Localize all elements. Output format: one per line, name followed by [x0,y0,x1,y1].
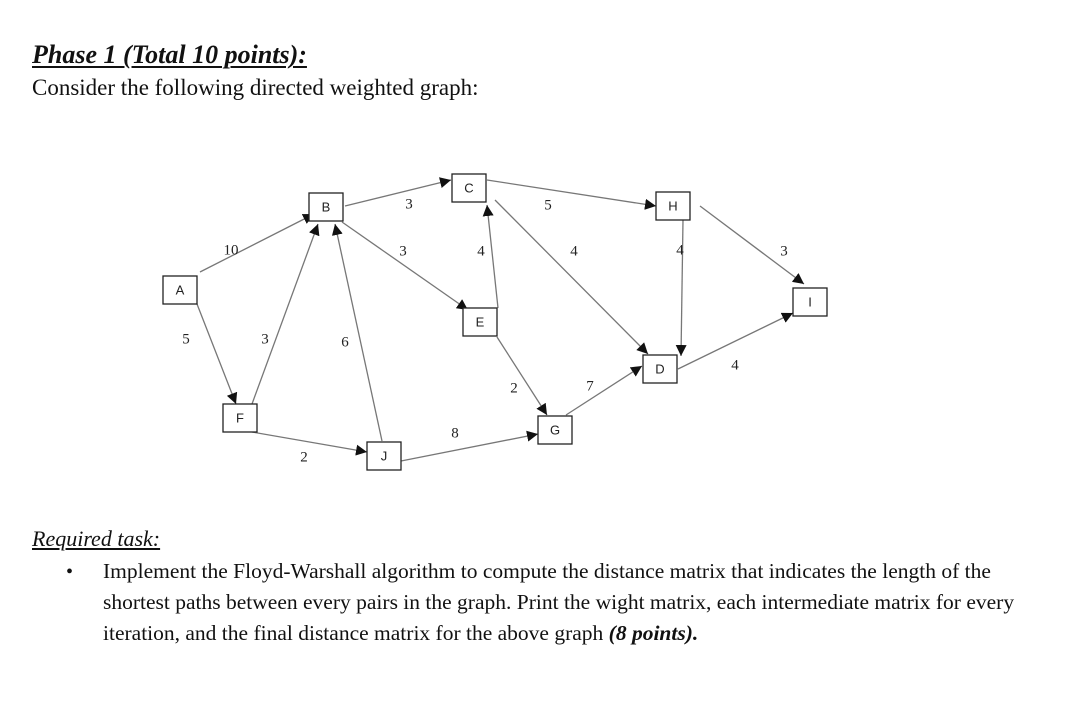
node-label-d: D [655,361,664,376]
bullet-marker: • [66,561,74,583]
node-j: J [366,441,402,471]
node-box-f [222,403,258,433]
weight-label-g-d: 7 [586,378,594,394]
edge-d-i [677,312,794,370]
edge-c-d [494,199,649,355]
edge-b-e [341,221,469,311]
node-box-j [366,441,402,471]
node-box-a [162,275,198,305]
task-body: Implement the Floyd-Warshall algorithm t… [103,559,1015,645]
task-description: Implement the Floyd-Warshall algorithm t… [103,556,1043,649]
weight-label-j-g: 8 [451,425,459,441]
node-c: C [451,173,487,203]
node-box-i [792,287,828,317]
node-label-f: F [236,410,244,425]
node-e: E [462,307,498,337]
task-heading: Required task: [32,526,161,551]
node-d: D [642,354,678,384]
node-label-b: B [322,199,331,214]
weight-label-e-g: 2 [510,380,518,396]
edge-g-d [565,365,643,416]
node-box-b [308,192,344,222]
node-g: G [537,415,573,445]
node-label-e: E [476,314,485,329]
node-h: H [655,191,691,221]
weight-label-j-b: 6 [341,334,349,350]
edge-j-b [331,223,383,442]
node-box-h [655,191,691,221]
weight-label-a-f: 5 [182,331,190,347]
node-b: B [308,192,344,222]
weight-label-b-e: 3 [399,243,407,259]
weight-label-d-i: 4 [731,357,739,373]
node-f: F [222,403,258,433]
weight-label-f-j: 2 [300,449,308,465]
edge-h-i [699,205,805,285]
node-a: A [162,275,198,305]
edge-e-c [482,204,499,309]
node-label-i: I [808,294,812,309]
edge-f-j [251,431,368,456]
weight-label-c-d: 4 [570,243,578,259]
edge-j-g [400,430,539,462]
weight-label-c-h: 5 [544,197,552,213]
node-label-g: G [550,422,560,437]
node-box-c [451,173,487,203]
weight-label-h-d: 4 [676,242,684,258]
edge-b-c [344,177,452,207]
node-label-c: C [464,180,473,195]
edge-c-h [486,179,657,210]
node-box-e [462,307,498,337]
node-label-j: J [381,448,388,463]
edge-e-g [496,336,548,416]
edge-f-b [251,223,320,405]
edge-a-b [199,213,315,273]
edge-a-f [196,303,238,405]
weight-label-a-b: 10 [224,242,239,258]
edge-h-d [675,219,687,357]
node-box-g [537,415,573,445]
node-label-a: A [176,282,185,297]
node-i: I [792,287,828,317]
node-box-d [642,354,678,384]
task-points: (8 points). [608,621,699,645]
graph-diagram: 10 5 3 6 2 3 3 4 5 4 2 8 7 4 3 4 A B C H E I F J G D [162,173,828,471]
weight-label-f-b: 3 [261,331,269,347]
weight-label-e-c: 4 [477,243,485,259]
node-label-h: H [668,198,677,213]
weight-label-h-i: 3 [780,243,788,259]
page-title: Phase 1 (Total 10 points): [32,40,307,69]
weight-label-b-c: 3 [405,196,413,212]
intro-text: Consider the following directed weighted… [32,75,479,100]
